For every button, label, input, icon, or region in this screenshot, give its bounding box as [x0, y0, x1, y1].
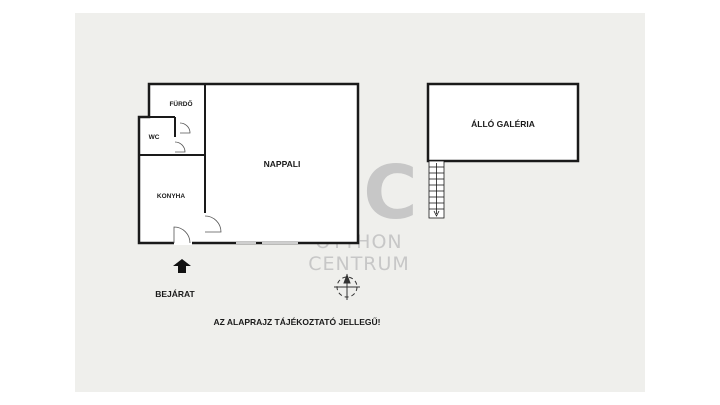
watermark-line2: CENTRUM [308, 253, 410, 275]
room-label-furdo: FÜRDŐ [169, 99, 192, 108]
entrance-arrow-icon [173, 259, 191, 273]
stair-arrow-head [433, 210, 440, 217]
wc-door-swing [174, 141, 186, 153]
interior-walls [139, 84, 206, 213]
gallery-stair [428, 160, 445, 219]
room-label-galeria: ÁLLÓ GALÉRIA [471, 118, 535, 129]
disclaimer-text: AZ ALAPRAJZ TÁJÉKOZTATÓ JELLEGŰ! [213, 316, 380, 327]
nappali-door-swing [204, 215, 222, 233]
bath-door-swing [179, 122, 191, 134]
door-swings [173, 122, 222, 244]
gallery-outline [426, 82, 580, 163]
room-label-nappali: NAPPALI [264, 159, 301, 169]
room-label-konyha: KONYHA [157, 193, 185, 200]
entrance-label: BEJÁRAT [155, 289, 195, 299]
door-openings [173, 138, 207, 245]
compass-icon [334, 273, 360, 300]
entrance-door-swing [173, 226, 191, 244]
room-label-wc: WC [149, 134, 160, 141]
gallery: ÁLLÓ GALÉRIA [426, 82, 580, 219]
